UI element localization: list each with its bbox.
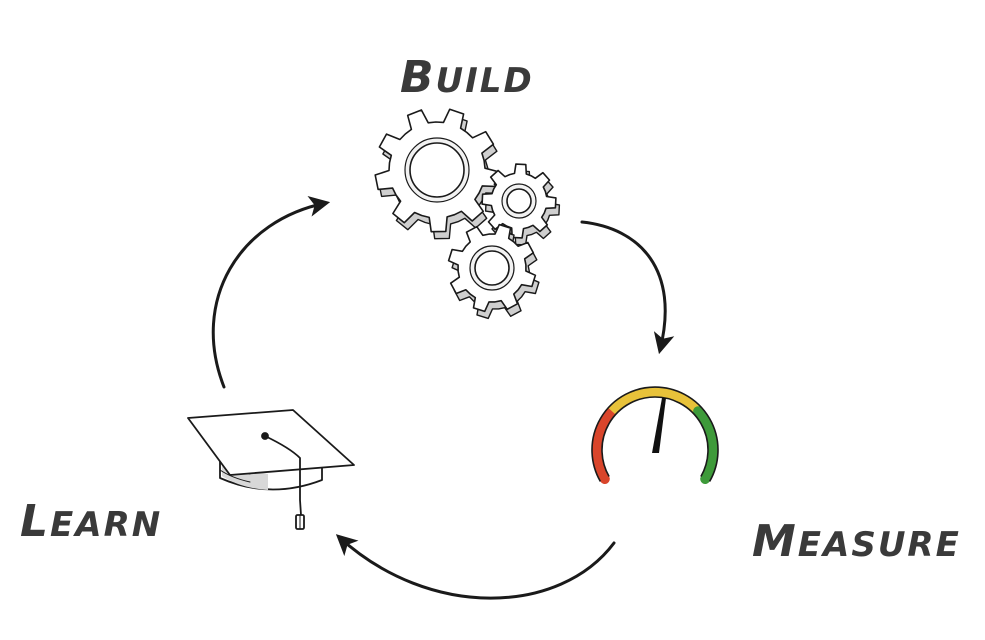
large-gear [374,108,504,240]
gauge-yellow-segment [608,387,702,415]
gear-medium-hole [474,250,510,286]
gauge-inner-outline [601,396,709,477]
arrow-learn-to-build [211,195,331,389]
small-gear [481,163,561,246]
learn-label: LEARN [20,500,162,544]
gauge-outline [591,386,719,482]
gear-small-hole [506,188,532,214]
build-label-initial: B [400,52,436,103]
learn-label-rest: EARN [50,505,163,545]
arrow-build-to-measure [580,220,675,355]
gauge-icon [591,386,719,484]
gears-icon [374,108,561,320]
gauge-red-segment [592,406,617,484]
build-label-rest: UILD [435,61,534,101]
build-label: BUILD [400,56,534,100]
gear-large-hole [409,142,465,198]
graduation-cap-icon [187,409,355,530]
tassel-cord [264,435,302,516]
gauge-needle [652,398,666,453]
learn-label-initial: L [20,496,51,547]
arrow-measure-to-learn [335,534,616,600]
medium-gear [447,223,540,320]
measure-label-rest: EASURE [797,525,961,565]
mortarboard [187,409,355,476]
measure-label: MEASURE [752,520,961,564]
measure-label-initial: M [752,516,798,567]
cycle-arrows [211,195,675,600]
gauge-green-segment [693,406,718,484]
